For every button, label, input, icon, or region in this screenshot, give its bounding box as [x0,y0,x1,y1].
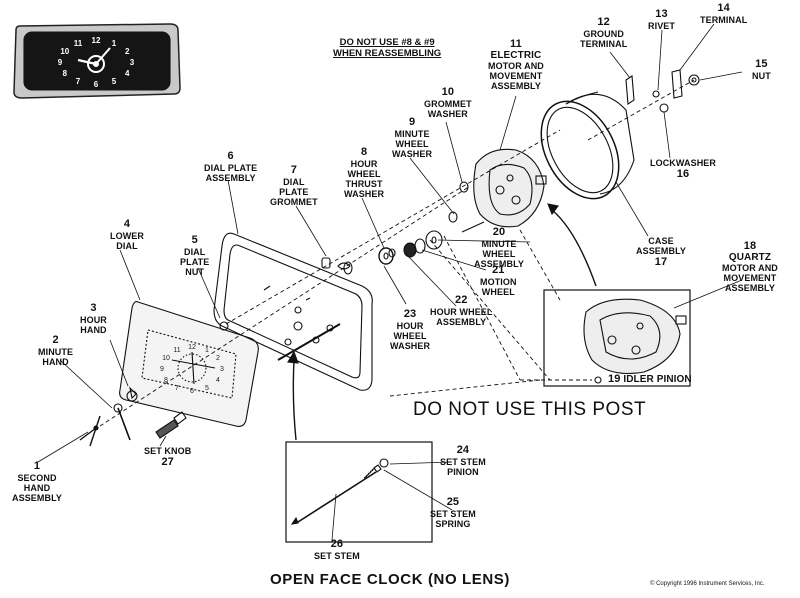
copyright: © Copyright 1996 Instrument Services, In… [650,581,765,587]
washers [337,181,469,275]
clock-numeral: 2 [216,355,220,362]
alignment-lines [99,79,695,427]
clock-numeral: 8 [63,69,68,78]
quartz-movement-inset [543,289,691,387]
clock-numeral: 5 [112,77,117,86]
clock-numeral: 9 [160,366,164,373]
clock-numeral: 11 [74,39,83,48]
clock-numeral: 7 [76,77,81,86]
callout-arrows [287,203,597,441]
dial-plate-grommet [321,257,331,269]
clock-numeral: 6 [190,388,194,395]
clock-numeral: 4 [125,69,130,78]
set-stem-inset [285,441,433,543]
label-part-19: 19 IDLER PINION [608,373,692,385]
clock-numeral: 10 [162,355,170,362]
terminal-hardware [625,69,700,113]
clock-numeral: 1 [205,347,209,354]
clock-numeral: 12 [92,36,101,45]
post-note: DO NOT USE THIS POST [413,399,647,420]
electric-movement [461,148,547,233]
page-title: OPEN FACE CLOCK (NO LENS) [270,571,511,588]
clock-numeral: 1 [112,39,117,48]
clock-numeral: 6 [94,80,99,89]
clock-numeral: 5 [205,385,209,392]
clock-numeral: 3 [130,58,135,67]
reassembly-note: DO NOT USE #8 & #9 WHEN REASSEMBLING [333,37,441,59]
reassembly-note-line1: DO NOT USE #8 & #9 [339,37,435,48]
clock-numeral: 7 [175,385,179,392]
clock-numeral: 8 [164,377,168,384]
clock-numeral: 10 [60,47,69,56]
clock-numeral: 11 [173,347,180,354]
clock-numeral: 9 [58,58,63,67]
case-assembly [540,91,635,200]
clock-numeral: 2 [125,47,130,56]
reassembly-note-line2: WHEN REASSEMBLING [333,48,442,59]
clock-numeral: 4 [216,377,220,384]
hands-and-knob [79,386,187,447]
post-stem [277,323,341,361]
clock-numeral: 12 [188,344,196,351]
leader-lines [37,23,743,541]
dial-plate-nut [219,321,229,331]
clock-numeral: 3 [220,366,224,373]
